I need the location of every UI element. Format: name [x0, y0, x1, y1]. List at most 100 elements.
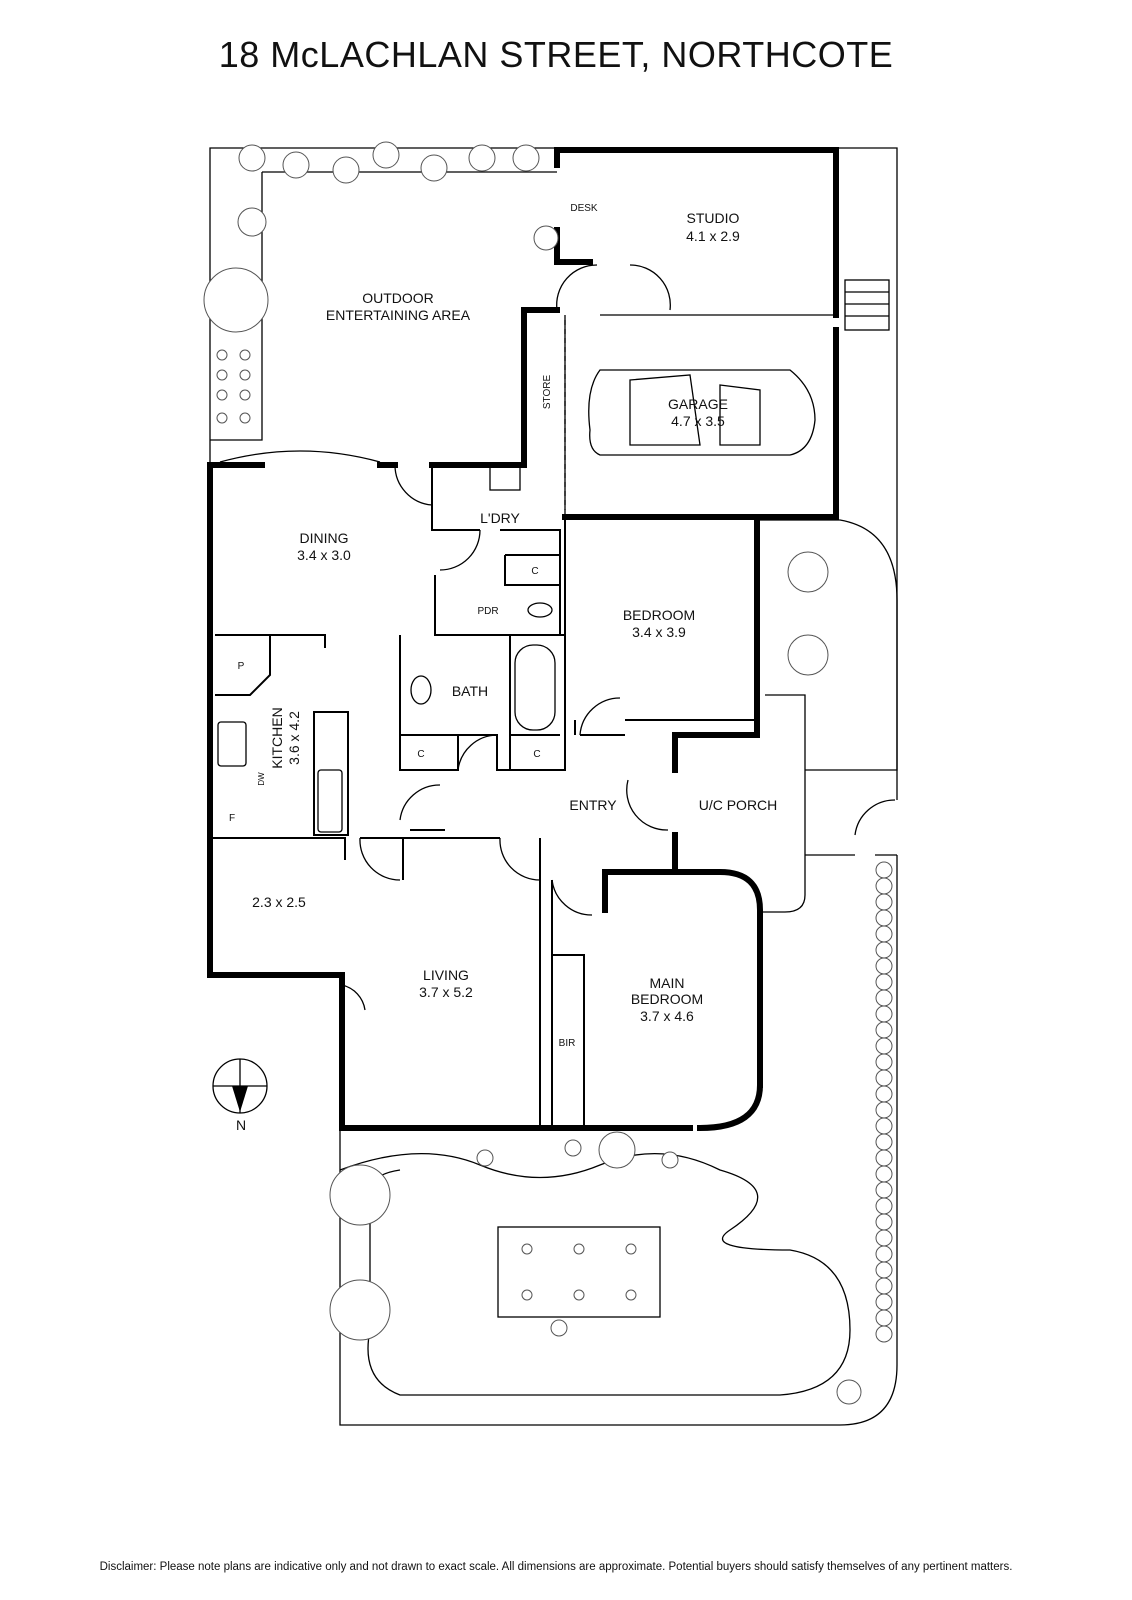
tree-icon	[521, 1289, 533, 1301]
tree-icon	[564, 1139, 582, 1157]
tree-icon	[625, 1289, 637, 1301]
dining-size: 3.4 x 3.0	[297, 547, 351, 563]
tree-icon	[875, 925, 893, 943]
outdoor-label: OUTDOOR	[362, 290, 434, 306]
tree-icon	[875, 1229, 893, 1247]
tree-icon	[661, 1151, 679, 1169]
tree-icon	[875, 1181, 893, 1199]
tree-icon	[875, 1197, 893, 1215]
tree-icon	[875, 1005, 893, 1023]
fixtures	[217, 279, 890, 833]
entry-label: ENTRY	[569, 797, 617, 813]
garage-size: 4.7 x 3.5	[671, 413, 725, 429]
tree-icon	[875, 1245, 893, 1263]
tree-icon	[239, 389, 251, 401]
tree-icon	[203, 267, 269, 333]
landscape-lines	[209, 147, 898, 1426]
tree-icon	[239, 412, 251, 424]
tree-icon	[875, 1149, 893, 1167]
tree-icon	[216, 349, 228, 361]
tree-icon	[238, 144, 266, 172]
bedroom-label: BEDROOM	[623, 607, 695, 623]
garage-label: GARAGE	[668, 396, 728, 412]
tree-icon	[512, 144, 540, 172]
plan-title: 18 McLACHLAN STREET, NORTHCOTE	[218, 34, 894, 75]
sink-icon	[317, 769, 343, 833]
tree-icon	[875, 909, 893, 927]
tree-icon	[875, 973, 893, 991]
laundry-label: L'DRY	[480, 510, 520, 526]
north-label: N	[236, 1117, 246, 1133]
tree-icon	[372, 141, 400, 169]
cooktop-icon	[217, 721, 247, 767]
toilet-icon	[527, 602, 553, 618]
north-arrow-icon	[212, 1058, 268, 1114]
tree-icon	[875, 1325, 893, 1343]
walls	[207, 147, 839, 1132]
tree-icon	[533, 225, 559, 251]
kitchen-label: KITCHEN	[269, 707, 285, 768]
tree-icon	[875, 1021, 893, 1039]
tree-icon	[875, 1309, 893, 1327]
tree-icon	[875, 957, 893, 975]
main-bedroom-size: 3.7 x 4.6	[640, 1008, 694, 1024]
powder-room-label: PDR	[477, 606, 498, 617]
basin-icon	[410, 675, 432, 705]
tree-icon	[420, 154, 448, 182]
tree-icon	[875, 1165, 893, 1183]
tree-icon	[875, 1277, 893, 1295]
studio-label: STUDIO	[687, 210, 740, 226]
tree-icon	[875, 1213, 893, 1231]
tree-icon	[239, 369, 251, 381]
bathtub-icon	[514, 644, 556, 731]
bath-label: BATH	[452, 683, 488, 699]
kitchen-size: 3.6 x 4.2	[286, 711, 302, 765]
tree-icon	[875, 1037, 893, 1055]
tree-icon	[836, 1379, 862, 1405]
tree-icon	[239, 349, 251, 361]
tree-icon	[550, 1319, 568, 1337]
cupboard-left-label: C	[417, 749, 424, 760]
car-icon	[588, 369, 816, 456]
outdoor-label-2: ENTERTAINING AREA	[326, 307, 471, 323]
tree-icon	[875, 1117, 893, 1135]
tree-icon	[329, 1279, 391, 1341]
door-swings	[219, 264, 671, 1011]
tree-icon	[875, 893, 893, 911]
dishwasher-label: DW	[257, 772, 266, 786]
tree-icon	[787, 634, 829, 676]
tree-icon	[282, 151, 310, 179]
disclaimer: Disclaimer: Please note plans are indica…	[99, 1561, 1013, 1573]
tree-icon	[875, 1085, 893, 1103]
tree-icon	[332, 156, 360, 184]
tree-icon	[573, 1289, 585, 1301]
bir-label: BIR	[559, 1038, 576, 1049]
tree-icon	[875, 941, 893, 959]
dining-label: DINING	[300, 530, 349, 546]
tree-icon	[625, 1243, 637, 1255]
living-label: LIVING	[423, 967, 469, 983]
living-size: 3.7 x 5.2	[419, 984, 473, 1000]
tree-icon	[875, 1101, 893, 1119]
trees	[203, 141, 893, 1405]
pantry-label: P	[238, 661, 245, 672]
desk-label: DESK	[570, 203, 598, 214]
tree-icon	[875, 1293, 893, 1311]
tree-icon	[216, 369, 228, 381]
tree-icon	[216, 412, 228, 424]
tree-icon	[875, 1069, 893, 1087]
tree-icon	[468, 144, 496, 172]
tree-icon	[787, 551, 829, 593]
tree-icon	[875, 877, 893, 895]
tree-icon	[476, 1149, 494, 1167]
tree-icon	[573, 1243, 585, 1255]
tree-icon	[237, 207, 267, 237]
tree-icon	[216, 389, 228, 401]
tree-icon	[598, 1131, 636, 1169]
main-bedroom-label: MAIN	[650, 975, 685, 991]
laundry-tub-icon	[489, 464, 521, 491]
porch-label: U/C PORCH	[699, 797, 778, 813]
main-bedroom-label-2: BEDROOM	[631, 991, 703, 1007]
brick-wall-icon	[844, 279, 890, 331]
